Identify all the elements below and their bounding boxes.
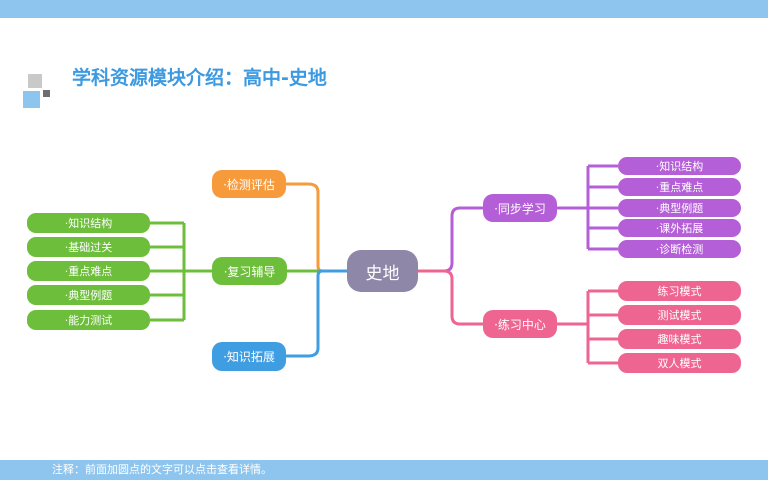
branch-fuxi-fudao[interactable]: ·复习辅导 — [212, 257, 287, 285]
connector-tongbu-leaves — [557, 164, 618, 251]
leaf-lianxi-ceshi-moshi: 测试模式 — [618, 305, 741, 325]
leaf-tongbu-kewai-tuozhan[interactable]: ·课外拓展 — [618, 219, 741, 237]
logo-square-gray — [28, 74, 42, 88]
leaf-tongbu-zhishi-jiegou[interactable]: ·知识结构 — [618, 157, 741, 175]
branch-tongbu-xuexi[interactable]: ·同步学习 — [483, 194, 557, 222]
leaf-fuxi-dianxing-liti[interactable]: ·典型例题 — [27, 285, 150, 305]
leaf-tongbu-zhenduan-jiance[interactable]: ·诊断检测 — [618, 240, 741, 258]
top-bar — [0, 0, 768, 18]
connector-center-jiance — [286, 182, 347, 273]
footnote: 注释：前面加圆点的文字可以点击查看详情。 — [52, 463, 272, 476]
leaf-lianxi-shuangren-moshi: 双人模式 — [618, 353, 741, 373]
leaf-lianxi-lianxi-moshi: 练习模式 — [618, 281, 741, 301]
logo-square-blue — [23, 91, 40, 108]
connector-fuxi-leaves — [150, 221, 212, 322]
leaf-fuxi-zhongdian-nandian[interactable]: ·重点难点 — [27, 261, 150, 281]
logo-square-dark — [43, 90, 50, 97]
connector-center-tuozhan — [286, 269, 347, 358]
leaf-tongbu-dianxing-liti[interactable]: ·典型例题 — [618, 199, 741, 217]
connector-center-lianxi — [418, 269, 483, 326]
leaf-fuxi-nengli-ceshi[interactable]: ·能力测试 — [27, 310, 150, 330]
bottom-bar — [0, 460, 768, 480]
connector-center-tongbu — [418, 206, 483, 273]
branch-jiance-pinggu[interactable]: ·检测评估 — [212, 170, 286, 198]
connector-lianxi-leaves — [557, 289, 618, 365]
leaf-fuxi-jichu-guoguan[interactable]: ·基础过关 — [27, 237, 150, 257]
branch-zhishi-tuozhan[interactable]: ·知识拓展 — [212, 342, 286, 371]
leaf-fuxi-zhishi-jiegou[interactable]: ·知识结构 — [27, 213, 150, 233]
leaf-tongbu-zhongdian-nandian[interactable]: ·重点难点 — [618, 178, 741, 196]
page-title: 学科资源模块介绍：高中-史地 — [72, 67, 327, 89]
center-node: 史地 — [347, 250, 418, 292]
leaf-lianxi-quwei-moshi: 趣味模式 — [618, 329, 741, 349]
branch-lianxi-zhongxin[interactable]: ·练习中心 — [483, 310, 557, 338]
